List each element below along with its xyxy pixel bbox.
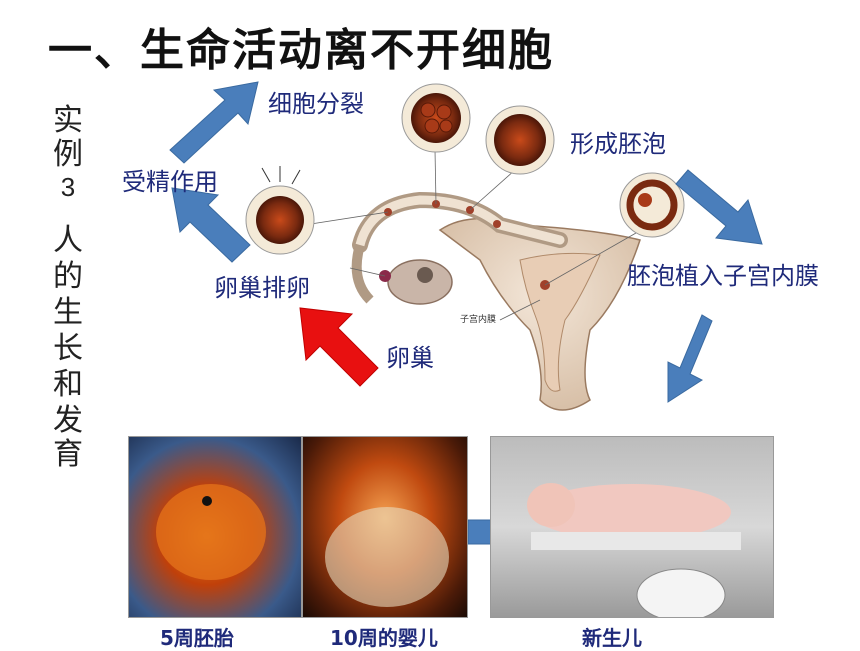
arrow-down-to-photos <box>667 314 713 403</box>
cell-division-illustration <box>401 83 471 153</box>
side-label-char: 发 <box>53 403 83 438</box>
fertilized-egg-illustration <box>245 166 315 255</box>
arrow-to-cell-division <box>169 81 259 164</box>
photo-5-week-embryo <box>128 436 302 618</box>
label-endometrium: 子宫内膜 <box>460 315 497 325</box>
photo-10-week-fetus <box>302 436 468 618</box>
label-blastocyst: 形成胚泡 <box>570 130 666 158</box>
caption-5-week-embryo: 5周胚胎 <box>160 626 234 650</box>
slide-title: 一、生命活动离不开细胞 <box>48 25 554 76</box>
caption-10-week-fetus: 10周的婴儿 <box>330 626 438 650</box>
side-label-char: 长 <box>53 331 83 366</box>
label-implantation: 胚泡植入子宫内膜 <box>627 262 819 290</box>
label-ovary: 卵巢 <box>386 344 434 372</box>
caption-newborn: 新生儿 <box>582 626 642 650</box>
uterus-illustration <box>284 149 651 411</box>
side-label-char: 和 <box>53 367 83 402</box>
side-label-char: 育 <box>53 437 83 472</box>
side-label-char: 人 <box>53 223 83 258</box>
photo-newborn <box>490 436 774 618</box>
side-label-char: 3 <box>60 172 76 202</box>
label-cell-division: 细胞分裂 <box>268 90 364 118</box>
label-fertilization: 受精作用 <box>122 168 218 196</box>
arrow-to-implantation <box>675 169 763 245</box>
side-label-char: 实 <box>53 103 83 138</box>
label-ovulation: 卵巢排卵 <box>214 274 310 302</box>
morula-illustration <box>485 105 555 175</box>
blastocyst-illustration <box>619 172 685 238</box>
arrow-ovary-red <box>299 307 379 387</box>
side-label-char: 的 <box>53 259 83 294</box>
arrow-to-fertilization <box>171 187 251 263</box>
side-label-char: 例 <box>53 137 83 172</box>
side-label-char: 生 <box>53 295 83 330</box>
